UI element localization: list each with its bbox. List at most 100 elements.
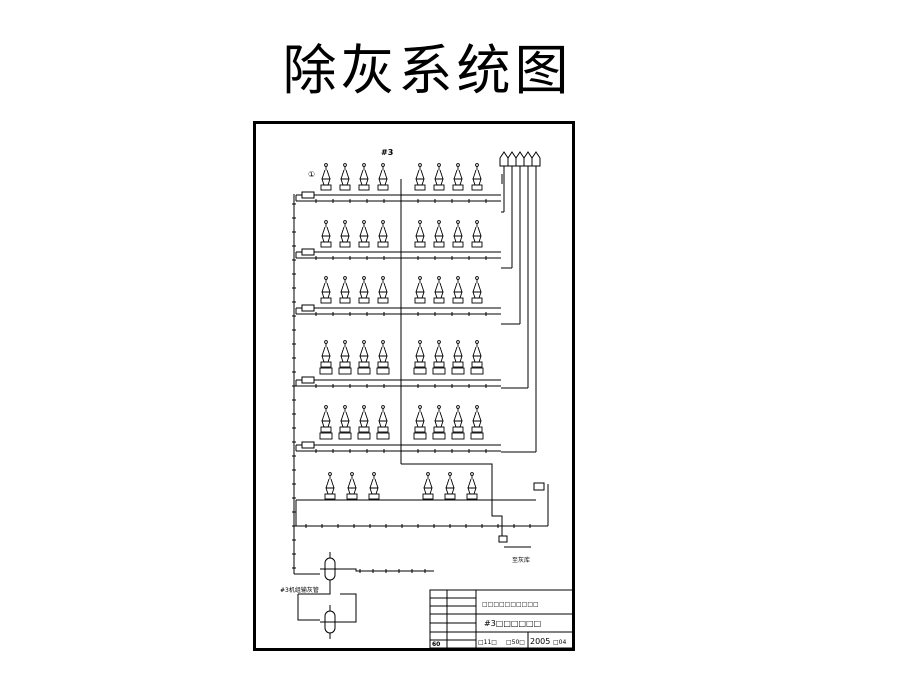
- hopper-left: [377, 220, 389, 248]
- silo-vent: [499, 151, 509, 167]
- hopper-inlet-cap: [418, 405, 422, 409]
- hopper-skid: [432, 432, 446, 440]
- hopper-skid: [319, 367, 333, 375]
- hopper-valve: [377, 361, 389, 368]
- hopper-inlet-cap: [362, 405, 366, 409]
- hopper-skid: [338, 367, 352, 375]
- hopper-bottom: [444, 472, 456, 500]
- hopper-valve: [433, 426, 445, 433]
- slide-title: 除灰系统图: [282, 39, 573, 102]
- hopper-inlet-cap: [475, 220, 479, 224]
- hopper-body: [359, 282, 369, 299]
- hopper-left: [358, 340, 370, 368]
- ash-removal-system-drawing: #3 ① #3机组输灰管 至灰库 □□□□□□□□□□ #3□□□□□□ 60 …: [253, 121, 575, 651]
- hopper-skid: [319, 432, 333, 440]
- hopper-valve: [414, 361, 426, 368]
- hopper-valve: [339, 361, 351, 368]
- vessel-bypass: [340, 593, 357, 623]
- hopper-left: [377, 163, 389, 191]
- hopper-skid: [338, 432, 352, 440]
- hopper-valve: [433, 184, 445, 191]
- vessel-cross-line: [298, 586, 331, 595]
- hopper-body: [378, 282, 388, 299]
- hopper-right: [452, 405, 464, 433]
- vessel-upper: [320, 552, 340, 586]
- hopper-valve: [358, 426, 370, 433]
- hopper-left: [358, 405, 370, 433]
- hopper-valve: [320, 297, 332, 304]
- hopper-left: [377, 340, 389, 368]
- hopper-inlet-cap: [362, 163, 366, 167]
- hopper-body: [378, 169, 388, 186]
- hopper-body: [321, 226, 331, 243]
- hopper-valve: [414, 184, 426, 191]
- title-block-scale: □50□: [506, 639, 525, 646]
- hopper-inlet-cap: [343, 405, 347, 409]
- vessel-feed-line: [297, 594, 320, 621]
- hopper-inlet-cap: [475, 340, 479, 344]
- hopper-body: [321, 346, 331, 363]
- hopper-body: [347, 478, 357, 495]
- circle-mark: ①: [308, 170, 315, 179]
- hopper-valve: [452, 241, 464, 248]
- hopper-right: [414, 163, 426, 191]
- hopper-valve: [471, 241, 483, 248]
- hopper-inlet-cap: [456, 340, 460, 344]
- hopper-right: [452, 276, 464, 304]
- hopper-inlet-cap: [362, 276, 366, 280]
- hopper-inlet-cap: [437, 220, 441, 224]
- hopper-right: [433, 163, 445, 191]
- hopper-body: [453, 346, 463, 363]
- hopper-body: [434, 282, 444, 299]
- hopper-inlet-cap: [448, 472, 452, 476]
- hopper-body: [472, 411, 482, 428]
- hopper-inlet-cap: [456, 163, 460, 167]
- hopper-bottom: [422, 472, 434, 500]
- hopper-inlet-cap: [437, 276, 441, 280]
- hopper-body: [434, 411, 444, 428]
- hopper-valve: [324, 493, 336, 500]
- hopper-left: [320, 163, 332, 191]
- hopper-valve: [339, 426, 351, 433]
- pipe-valve: [301, 441, 315, 449]
- hopper-inlet-cap: [324, 220, 328, 224]
- hopper-body: [369, 478, 379, 495]
- hopper-body: [378, 411, 388, 428]
- hopper-inlet-cap: [324, 405, 328, 409]
- hopper-valve: [433, 297, 445, 304]
- hopper-right: [471, 405, 483, 433]
- title-block-month: □04: [553, 639, 566, 646]
- hopper-body: [359, 226, 369, 243]
- hopper-skid: [432, 367, 446, 375]
- hopper-inlet-cap: [343, 340, 347, 344]
- hopper-inlet-cap: [343, 220, 347, 224]
- hopper-body: [340, 411, 350, 428]
- hopper-valve: [358, 241, 370, 248]
- hopper-inlet-cap: [475, 276, 479, 280]
- hopper-valve: [339, 297, 351, 304]
- hopper-valve: [414, 297, 426, 304]
- hopper-body: [434, 226, 444, 243]
- hopper-body: [453, 226, 463, 243]
- hopper-body: [415, 169, 425, 186]
- title-block-sheet: □11□: [478, 639, 497, 646]
- hopper-right: [471, 276, 483, 304]
- hopper-valve: [433, 361, 445, 368]
- title-block-year: 2005: [530, 637, 550, 646]
- silo-vents: [499, 151, 541, 167]
- hopper-valve: [452, 426, 464, 433]
- note-left: #3机组输灰管: [280, 586, 319, 594]
- hopper-body: [359, 169, 369, 186]
- hopper-body: [321, 169, 331, 186]
- hopper-left: [320, 405, 332, 433]
- hopper-body: [359, 346, 369, 363]
- hopper-right: [433, 220, 445, 248]
- hopper-skid: [376, 432, 390, 440]
- hopper-body: [453, 411, 463, 428]
- hopper-valve: [339, 241, 351, 248]
- hopper-valve: [320, 184, 332, 191]
- silo-vent: [507, 151, 517, 167]
- hopper-right: [452, 220, 464, 248]
- hopper-body: [472, 226, 482, 243]
- hopper-right: [433, 340, 445, 368]
